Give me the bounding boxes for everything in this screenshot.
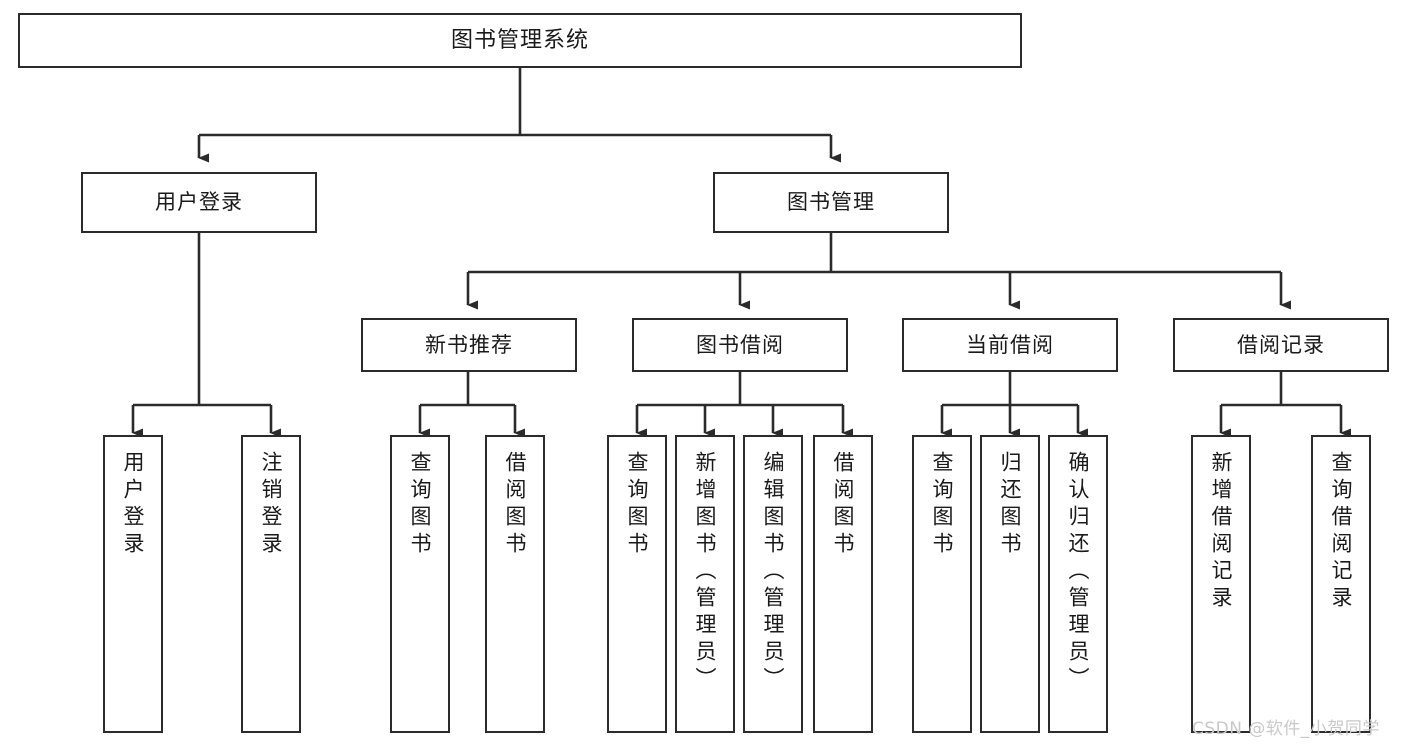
leaf-recommend-query-book[interactable]: 查询图书 <box>390 435 450 733</box>
node-root-label: 图书管理系统 <box>450 27 589 53</box>
leaf-user-logout[interactable]: 注销登录 <box>241 435 301 733</box>
leaf-current-confirm-return[interactable]: 确认归还（管理员） <box>1048 435 1108 733</box>
leaf-record-add[interactable]: 新增借阅记录 <box>1191 435 1251 733</box>
leaf-borrow-borrow-book[interactable]: 借阅图书 <box>813 435 873 733</box>
node-borrow-record[interactable]: 借阅记录 <box>1173 318 1389 372</box>
node-book-management-label: 图书管理 <box>787 190 875 215</box>
node-book-management[interactable]: 图书管理 <box>713 172 949 233</box>
leaf-recommend-borrow-book[interactable]: 借阅图书 <box>485 435 545 733</box>
node-current-borrow[interactable]: 当前借阅 <box>902 318 1118 372</box>
leaf-current-confirm-return-label: 确认归还（管理员） <box>1066 451 1091 694</box>
leaf-record-query-label: 查询借阅记录 <box>1329 451 1354 613</box>
node-current-borrow-label: 当前借阅 <box>966 332 1054 357</box>
leaf-borrow-add-book-label: 新增图书（管理员） <box>693 451 718 694</box>
node-book-borrow-label: 图书借阅 <box>696 332 784 357</box>
node-user-login-label: 用户登录 <box>155 190 243 215</box>
leaf-borrow-borrow-book-label: 借阅图书 <box>831 451 856 559</box>
node-user-login[interactable]: 用户登录 <box>81 172 317 233</box>
leaf-current-return-book[interactable]: 归还图书 <box>980 435 1040 733</box>
node-new-book-recommend[interactable]: 新书推荐 <box>361 318 577 372</box>
leaf-recommend-query-book-label: 查询图书 <box>408 451 433 559</box>
leaf-record-query[interactable]: 查询借阅记录 <box>1311 435 1371 733</box>
leaf-borrow-query-book[interactable]: 查询图书 <box>607 435 667 733</box>
leaf-current-query-book-label: 查询图书 <box>930 451 955 559</box>
node-root[interactable]: 图书管理系统 <box>18 13 1022 68</box>
node-book-borrow[interactable]: 图书借阅 <box>632 318 848 372</box>
leaf-current-query-book[interactable]: 查询图书 <box>912 435 972 733</box>
csdn-watermark: CSDN @软件_小贺同学 <box>1192 719 1380 739</box>
leaf-user-login[interactable]: 用户登录 <box>103 435 163 733</box>
leaf-borrow-edit-book-label: 编辑图书（管理员） <box>761 451 786 694</box>
leaf-user-login-label: 用户登录 <box>121 451 146 559</box>
leaf-borrow-edit-book[interactable]: 编辑图书（管理员） <box>743 435 803 733</box>
leaf-user-logout-label: 注销登录 <box>259 451 284 559</box>
node-new-book-recommend-label: 新书推荐 <box>425 332 513 357</box>
leaf-borrow-query-book-label: 查询图书 <box>625 451 650 559</box>
leaf-record-add-label: 新增借阅记录 <box>1209 451 1234 613</box>
leaf-current-return-book-label: 归还图书 <box>998 451 1023 559</box>
node-borrow-record-label: 借阅记录 <box>1237 332 1325 357</box>
leaf-borrow-add-book[interactable]: 新增图书（管理员） <box>675 435 735 733</box>
leaf-recommend-borrow-book-label: 借阅图书 <box>503 451 528 559</box>
